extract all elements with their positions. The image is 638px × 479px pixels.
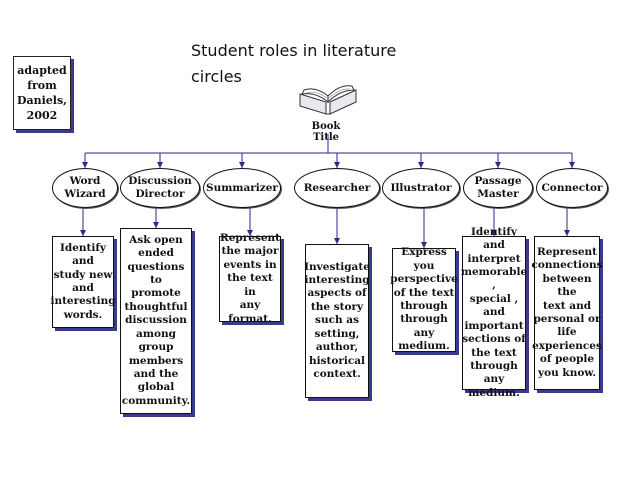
role-description: Ask open ended questions to promote thou… bbox=[120, 228, 192, 414]
desc-arrow-5 bbox=[491, 230, 497, 236]
source-note: adapted from Daniels, 2002 bbox=[13, 56, 71, 130]
role-arrow-6 bbox=[569, 162, 575, 168]
role-node: Passage Master bbox=[463, 168, 533, 208]
role-description: Express you perspective of the text thro… bbox=[390, 246, 458, 353]
desc-arrow-2 bbox=[247, 230, 253, 236]
source-note-text: adapted from Daniels, 2002 bbox=[16, 64, 68, 122]
role-node: Discussion Director bbox=[120, 168, 200, 208]
role-arrow-0 bbox=[82, 162, 88, 168]
role-arrow-3 bbox=[334, 162, 340, 168]
book-title: Book Title bbox=[311, 121, 341, 143]
desc-arrow-3 bbox=[334, 238, 340, 244]
desc-arrow-6 bbox=[564, 230, 570, 236]
role-arrow-4 bbox=[418, 162, 424, 168]
role-node: Illustrator bbox=[382, 168, 460, 208]
role-arrow-1 bbox=[157, 162, 163, 168]
role-node: Connector bbox=[536, 168, 608, 208]
role-arrow-5 bbox=[495, 162, 501, 168]
role-node: Researcher bbox=[294, 168, 380, 208]
desc-arrow-4 bbox=[421, 242, 427, 248]
role-description: Identify and interpret memorable , speci… bbox=[461, 226, 527, 399]
book-icon bbox=[299, 85, 357, 115]
role-node: Summarizer bbox=[203, 168, 281, 208]
role-description: Represent the major events in the text i… bbox=[219, 232, 281, 325]
role-arrow-2 bbox=[239, 162, 245, 168]
desc-arrow-0 bbox=[80, 230, 86, 236]
page-title: Student roles in literature circles bbox=[191, 41, 397, 86]
role-description: Identify and study new and interesting w… bbox=[50, 236, 116, 328]
desc-arrow-1 bbox=[153, 222, 159, 228]
role-description: Investigate interesting aspects of the s… bbox=[304, 244, 370, 398]
role-node: Word Wizard bbox=[52, 168, 118, 208]
role-description: Represent connections between the text a… bbox=[531, 236, 603, 390]
